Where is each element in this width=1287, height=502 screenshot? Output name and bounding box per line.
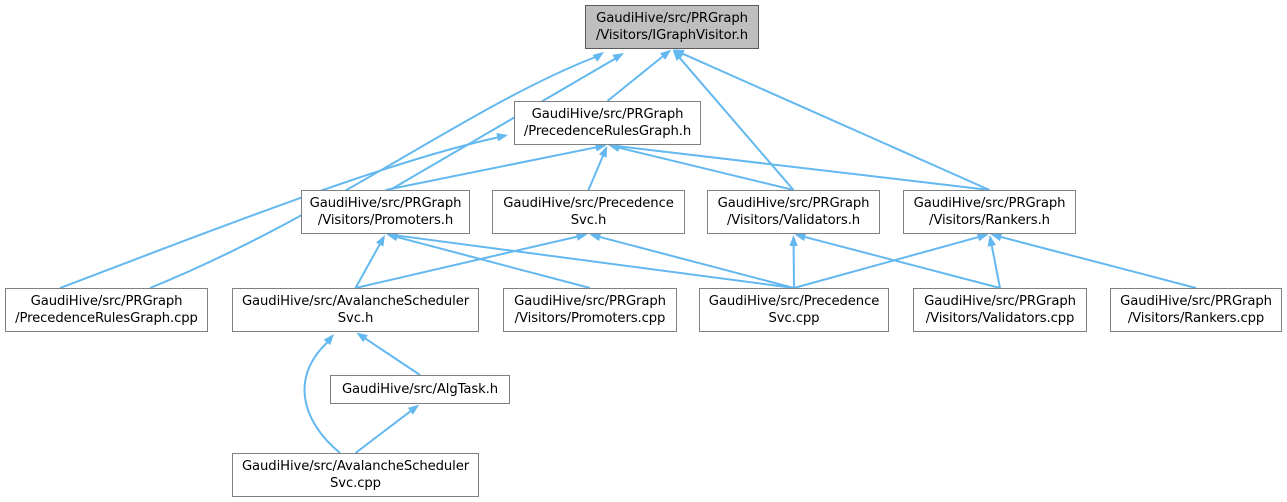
graph-node-label: GaudiHive/src/PRGraph /Visitors/Rankers.… xyxy=(1120,294,1272,326)
graph-node-rankers_h[interactable]: GaudiHive/src/PRGraph /Visitors/Rankers.… xyxy=(903,190,1076,234)
edge-avalanchescheduler_cpp-to-algtask_h xyxy=(354,409,412,454)
graph-node-igraphvisitor_h[interactable]: GaudiHive/src/PRGraph /Visitors/IGraphVi… xyxy=(585,5,759,49)
edge-rankers_h-to-igraphvisitor_h xyxy=(681,52,990,191)
edge-precedencerulesgraph_cpp-to-igraphvisitor_h xyxy=(149,55,599,289)
edge-avalanchescheduler_h-to-promoters_h xyxy=(354,243,382,289)
edge-algtask_h-to-avalanchescheduler_h xyxy=(364,337,421,376)
edge-precedencesvc_cpp-to-precedencesvc_h xyxy=(598,235,795,289)
edge-validators_cpp-to-rankers_h xyxy=(990,244,1001,289)
graph-node-promoters_cpp[interactable]: GaudiHive/src/PRGraph /Visitors/Promoter… xyxy=(503,288,677,332)
edge-promoters_h-to-precedencerulesgraph_h xyxy=(385,146,597,191)
graph-node-label: GaudiHive/src/PRGraph /Visitors/Rankers.… xyxy=(913,196,1066,228)
graph-node-label: GaudiHive/src/Precedence Svc.h xyxy=(503,196,674,228)
edge-rankers_h-to-precedencerulesgraph_h xyxy=(618,145,990,191)
edge-precedencesvc_cpp-to-rankers_h xyxy=(793,235,980,289)
edge-promoters_cpp-to-promoters_h xyxy=(395,235,591,289)
graph-node-avalanchescheduler_cpp[interactable]: GaudiHive/src/AvalancheScheduler Svc.cpp xyxy=(232,453,479,497)
graph-node-label: GaudiHive/src/PRGraph /Visitors/Promoter… xyxy=(514,294,666,326)
edge-precedencerulesgraph_h-to-igraphvisitor_h xyxy=(606,55,665,102)
edge-validators_h-to-precedencerulesgraph_h xyxy=(617,146,794,191)
graph-node-avalanchescheduler_h[interactable]: GaudiHive/src/AvalancheScheduler Svc.h xyxy=(232,288,479,332)
graph-node-precedencesvc_cpp[interactable]: GaudiHive/src/Precedence Svc.cpp xyxy=(699,288,889,332)
graph-node-algtask_h[interactable]: GaudiHive/src/AlgTask.h xyxy=(330,375,510,404)
edge-rankers_cpp-to-rankers_h xyxy=(999,235,1197,289)
graph-node-precedencesvc_h[interactable]: GaudiHive/src/Precedence Svc.h xyxy=(492,190,685,234)
graph-node-rankers_cpp[interactable]: GaudiHive/src/PRGraph /Visitors/Rankers.… xyxy=(1110,288,1282,332)
graph-node-label: GaudiHive/src/PRGraph /Visitors/Promoter… xyxy=(309,196,462,228)
graph-node-label: GaudiHive/src/PRGraph /Visitors/Validato… xyxy=(717,196,870,228)
graph-node-label: GaudiHive/src/PRGraph /PrecedenceRulesGr… xyxy=(15,294,198,326)
edge-avalanchescheduler_h-to-precedencesvc_h xyxy=(355,235,579,289)
graph-node-precedencerulesgraph_cpp[interactable]: GaudiHive/src/PRGraph /PrecedenceRulesGr… xyxy=(5,288,208,332)
graph-node-label: GaudiHive/src/PRGraph /PrecedenceRulesGr… xyxy=(523,107,692,139)
graph-node-precedencerulesgraph_h[interactable]: GaudiHive/src/PRGraph /PrecedenceRulesGr… xyxy=(514,101,701,145)
graph-node-label: GaudiHive/src/AvalancheScheduler Svc.h xyxy=(241,294,470,326)
graph-node-validators_cpp[interactable]: GaudiHive/src/PRGraph /Visitors/Validato… xyxy=(913,288,1087,332)
graph-node-label: GaudiHive/src/PRGraph /Visitors/IGraphVi… xyxy=(595,11,749,43)
graph-node-label: GaudiHive/src/AvalancheScheduler Svc.cpp xyxy=(241,459,470,491)
edge-precedencesvc_cpp-to-promoters_h xyxy=(396,234,795,289)
edge-precedencesvc_h-to-precedencerulesgraph_h xyxy=(587,154,605,191)
edge-validators_cpp-to-validators_h xyxy=(803,235,1001,289)
graph-node-validators_h[interactable]: GaudiHive/src/PRGraph /Visitors/Validato… xyxy=(707,190,880,234)
graph-node-label: GaudiHive/src/PRGraph /Visitors/Validato… xyxy=(924,294,1076,326)
graph-node-label: GaudiHive/src/AlgTask.h xyxy=(341,382,499,397)
graph-node-promoters_h[interactable]: GaudiHive/src/PRGraph /Visitors/Promoter… xyxy=(301,190,470,234)
graph-node-label: GaudiHive/src/Precedence Svc.cpp xyxy=(708,294,880,326)
